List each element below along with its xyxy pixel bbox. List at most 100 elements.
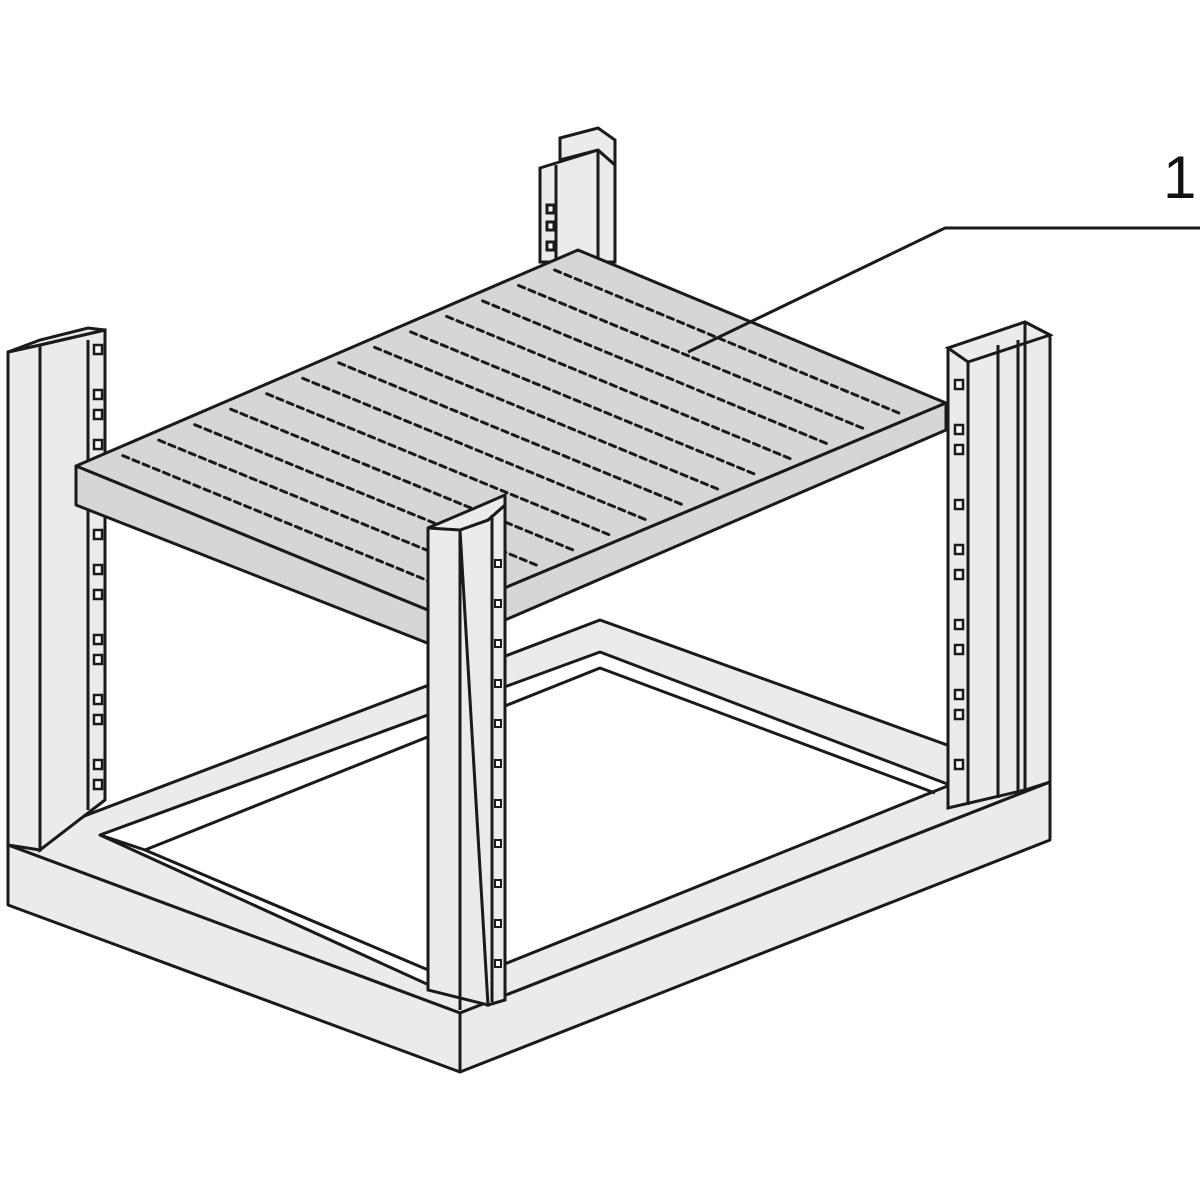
shelf-slot — [486, 331, 495, 338]
shelf-slot — [567, 425, 577, 432]
shelf-slot — [475, 327, 485, 334]
shelf-slot — [536, 413, 546, 419]
shelf-slot — [474, 448, 484, 454]
shelf-slot — [583, 341, 593, 348]
shelf-slot — [711, 424, 720, 431]
shelf-slot — [534, 533, 544, 539]
shelf-slot — [736, 465, 746, 472]
shelf-slot — [563, 333, 572, 339]
shelf-slot — [324, 537, 334, 543]
shelf-slot — [509, 492, 519, 499]
shelf-slot — [547, 357, 557, 363]
shelf-slot — [254, 448, 264, 454]
shelf-slot — [607, 502, 616, 509]
shelf-slot — [737, 405, 746, 411]
shelf-slot — [515, 465, 525, 471]
shelf-slot — [870, 400, 880, 406]
shelf-slot — [593, 406, 603, 412]
shelf-slot — [375, 558, 385, 564]
shelf-slot — [356, 430, 366, 436]
shelf-slot — [532, 320, 542, 327]
shelf-slot — [382, 410, 392, 416]
shelf-slot — [506, 340, 516, 346]
shelf-slot — [550, 509, 560, 516]
shelf-slot — [311, 380, 321, 387]
shelf-slot — [653, 491, 663, 498]
shelf-slot — [721, 368, 731, 375]
shelf-slot — [455, 319, 465, 325]
shelf-slot — [573, 277, 583, 283]
shelf-slot — [392, 414, 402, 421]
shelf-slot — [228, 467, 238, 474]
shelf-slot — [537, 353, 547, 359]
shelf-slot — [403, 358, 413, 364]
shelf-slot — [470, 355, 480, 362]
shelf-slot — [275, 396, 285, 402]
shelf-slot — [542, 324, 552, 331]
shelf-slot — [594, 285, 604, 291]
shelf-slot — [597, 438, 607, 445]
shelf-slot — [423, 427, 433, 433]
shelf-slot — [563, 272, 573, 279]
base-frame — [6, 618, 1052, 1074]
shelf-slot — [778, 362, 788, 368]
shelf-slot — [511, 312, 521, 318]
shelf-slot — [357, 369, 367, 376]
shelf-slot — [528, 561, 538, 567]
shelf-slot — [578, 369, 588, 376]
shelf-slot — [320, 445, 330, 451]
shelf-slot — [505, 400, 515, 407]
shelf-slot — [460, 351, 470, 357]
shelf-slot — [427, 519, 437, 525]
shelf-slot — [623, 419, 633, 425]
shelf-slot — [258, 480, 268, 486]
shelf-slot — [660, 343, 670, 349]
shelf-slot — [586, 494, 596, 500]
shelf-slot — [337, 361, 347, 367]
shelf-slot — [516, 344, 526, 350]
shelf-slot — [530, 501, 539, 507]
shelf-slot — [344, 545, 354, 552]
shelf-slot — [767, 418, 777, 424]
shelf-slot — [192, 483, 202, 489]
back-upright — [538, 126, 617, 264]
shelf-slot — [566, 486, 576, 492]
shelf-slot — [588, 374, 598, 380]
shelf-slot — [350, 517, 360, 524]
shelf-slot — [541, 445, 551, 451]
shelf-slot — [552, 389, 562, 395]
shelf-slot — [347, 365, 357, 371]
shelf-slot — [249, 416, 259, 422]
shelf-slot — [645, 306, 655, 313]
shelf-slot — [294, 464, 304, 471]
shelf-slot — [696, 388, 706, 394]
shelf-slot — [285, 400, 295, 407]
shelf-slot — [335, 481, 345, 488]
shelf-slot — [212, 491, 222, 498]
shelf-slot — [304, 529, 313, 535]
shelf-slot — [699, 480, 709, 487]
shelf-slot — [448, 467, 458, 474]
shelf-slot — [334, 541, 344, 547]
shelf-slot — [542, 385, 551, 391]
shelf-slot — [352, 397, 362, 404]
shelf-slot — [428, 459, 438, 465]
shelf-slot — [269, 424, 279, 430]
shelf-slot — [386, 502, 396, 509]
shelf-slot — [809, 374, 819, 381]
shelf-top-face — [74, 248, 948, 617]
shelf-slot — [380, 530, 390, 536]
shelf-slot — [310, 441, 320, 447]
shelf-slot — [172, 474, 181, 481]
shelf-slot — [757, 413, 767, 420]
shelf-slot — [325, 477, 335, 483]
shelf-slot — [341, 393, 351, 400]
shelf-slot — [619, 386, 628, 393]
shelf-slot — [385, 562, 395, 568]
shelf-slot — [468, 476, 478, 482]
shelf-slot — [208, 459, 217, 465]
shelf-slot — [233, 439, 243, 446]
shelf-slot — [454, 439, 464, 446]
shelf-slot — [293, 524, 303, 531]
shelf-slot — [300, 437, 310, 443]
